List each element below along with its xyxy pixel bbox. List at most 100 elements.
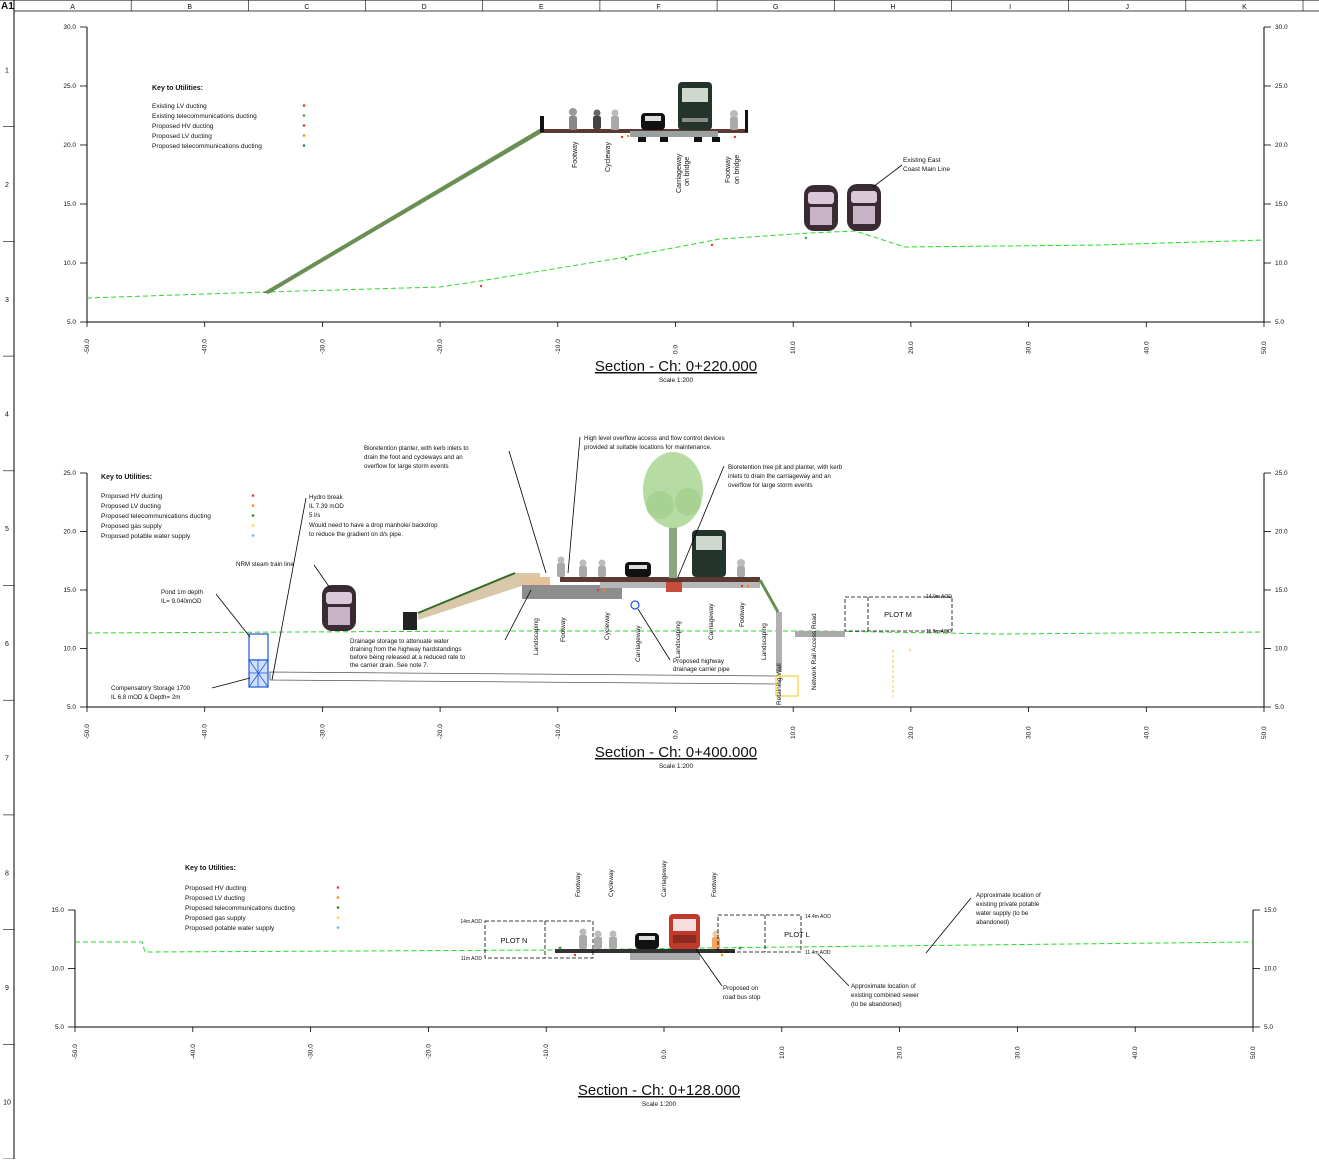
plot-m-top-level: 14.9m AOD [926,594,952,600]
row-marker: 8 [5,870,9,877]
column-marker: J [1125,4,1129,11]
x-tick-label: 20.0 [897,1046,904,1059]
svg-text:existing combined sewer: existing combined sewer [851,992,919,999]
column-marker: B [187,4,192,11]
column-marker: H [890,4,895,11]
y-tick-label-right: 5.0 [1275,319,1284,326]
key-title: Key to Utilities: [185,865,236,872]
y-tick-label-right: 5.0 [1275,704,1284,711]
train-icon [847,184,881,231]
key-item-label: Proposed LV ducting [101,503,161,510]
y-tick-label-left: 5.0 [67,319,76,326]
key-item-swatch [251,514,255,517]
key-item-swatch [302,114,306,117]
svg-text:Pond 1m depth: Pond 1m depth [161,589,204,596]
svg-text:IL 6.8 mOD & Depth= 2m: IL 6.8 mOD & Depth= 2m [111,694,180,701]
pedestrian-icon [579,928,587,949]
svg-text:provided at suitable locations: provided at suitable locations for maint… [584,444,712,451]
svg-text:Bioretention planter, with ker: Bioretention planter, with kerb inlets t… [364,445,469,452]
footway-bridge-label: Footway [725,156,732,183]
tree-pit-note: Bioretention tree pit and planter, with … [677,464,843,578]
bridge-deck-slab [630,131,718,137]
key-item-label: Existing telecommunications ducting [152,113,257,120]
x-tick-label: 0.0 [661,1050,668,1059]
key-item-swatch [251,494,255,497]
key-item-label: Proposed potable water supply [101,533,191,540]
key-item-swatch [302,124,306,127]
key-item-label: Proposed HV ducting [101,493,163,500]
section-title: Section - Ch: 0+128.000 [578,1082,740,1099]
cyclist-icon [593,109,601,129]
y-tick-label-left: 25.0 [63,470,76,477]
x-tick-label: 40.0 [1132,1046,1139,1059]
column-marker: E [539,4,544,11]
vertical-label: Footway [575,872,582,897]
key-item-swatch [251,534,255,537]
vertical-label: Landscaping [533,618,540,655]
car-icon [625,562,651,577]
nrm-train-note: NRM steam train line [236,561,331,589]
outfall-chamber [775,675,799,697]
column-marker: G [773,4,778,11]
key-item-swatch [336,896,340,899]
vertical-label: Cycleway [604,611,611,640]
x-tick-label: 30.0 [1026,726,1033,739]
svg-text:road bus stop: road bus stop [723,994,761,1001]
y-tick-label-left: 30.0 [63,24,76,31]
pedestrian-icon [569,108,577,130]
svg-text:Drainage storage to attenuate: Drainage storage to attenuate water [350,638,449,645]
x-tick-label: 50.0 [1261,726,1268,739]
vertical-label: Footway [560,617,567,642]
x-tick-label: 0.0 [673,345,680,354]
vertical-label: Cycleway [608,868,615,897]
svg-text:before being released at a red: before being released at a reduced rate … [350,654,466,661]
svg-text:inlets to drain the carriagewa: inlets to drain the carriageway and an [728,473,831,480]
carrier-pipe-note: Proposed highway drainage carrier pipe [637,608,730,673]
svg-text:Bioretention tree pit and plan: Bioretention tree pit and planter, with … [728,464,843,471]
row-marker: 7 [5,756,9,763]
y-tick-label-right: 20.0 [1275,142,1288,149]
carriageway-label-2: on bridge [684,157,691,186]
embankment-ramp [264,128,545,294]
y-tick-label-right: 10.0 [1275,260,1288,267]
section-scale: Scale 1:200 [642,1101,677,1108]
x-tick-label: -30.0 [319,339,326,354]
x-tick-label: 20.0 [908,726,915,739]
x-tick-label: -20.0 [425,1044,432,1059]
combined-sewer-note: Approximate location of existing combine… [817,953,919,1008]
x-tick-label: -10.0 [543,1044,550,1059]
pedestrian-icon [598,559,606,577]
x-tick-label: -40.0 [202,724,209,739]
x-tick-label: -50.0 [72,1044,79,1059]
pond-note: Pond 1m depth IL= 9.040mOD [161,589,251,638]
column-marker: C [304,4,309,11]
key-item-label: Proposed telecommunications ducting [152,143,262,150]
vertical-label: Footway [711,872,718,897]
key-item-swatch [251,524,255,527]
svg-text:drainage carrier pipe: drainage carrier pipe [673,666,730,673]
y-tick-label-right: 25.0 [1275,470,1288,477]
y-tick-label-right: 20.0 [1275,529,1288,536]
plot-l-label: PLOT L [784,930,810,939]
tree-pit [666,582,682,592]
vertical-label: Carriageway [635,625,642,662]
x-tick-label: 30.0 [1026,341,1033,354]
x-tick-label: 20.0 [908,341,915,354]
svg-text:existing private potable: existing private potable [976,901,1040,908]
section-3-utilities-key: Key to Utilities: Proposed HV ductingPro… [185,865,340,932]
pedestrian-icon [712,930,720,949]
svg-text:NRM steam train line: NRM steam train line [236,561,294,568]
pond [248,633,269,661]
row-marker: 1 [5,67,9,74]
svg-text:overflow for large storm event: overflow for large storm events [364,463,449,470]
svg-text:IL= 9.040mOD: IL= 9.040mOD [161,598,202,605]
section-title: Section - Ch: 0+400.000 [595,744,757,761]
drainage-storage [403,612,417,630]
